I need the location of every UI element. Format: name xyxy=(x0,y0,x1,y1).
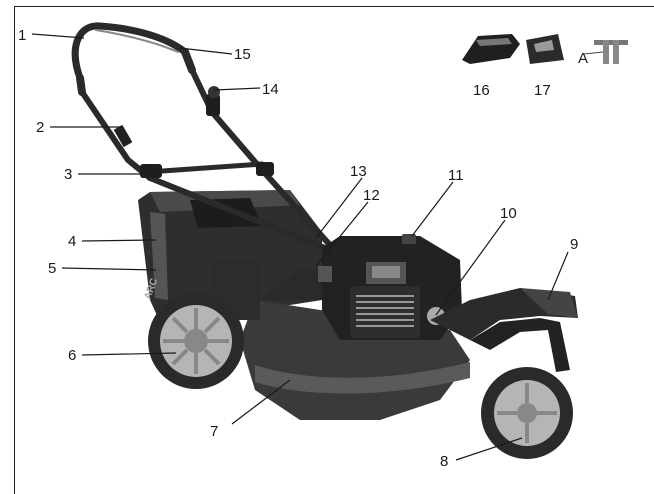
side-discharge-flap xyxy=(430,288,578,372)
engine xyxy=(318,234,462,340)
fuel-cap xyxy=(402,234,416,244)
mulching-plug-icon xyxy=(462,34,520,64)
handle-clamp-right xyxy=(256,162,274,176)
leader-lines xyxy=(31,33,569,461)
callout-10: 10 xyxy=(500,205,517,222)
drive-knob xyxy=(208,86,220,98)
front-wheel xyxy=(481,367,573,459)
callout-11: 11 xyxy=(448,167,464,184)
callout-8: 8 xyxy=(440,453,448,470)
height-knob xyxy=(113,124,133,148)
figure-frame xyxy=(14,6,654,494)
rear-wheel xyxy=(148,293,244,389)
callout-14: 14 xyxy=(262,81,279,98)
accessory-label-17: 17 xyxy=(534,82,551,99)
callout-1: 1 xyxy=(18,27,26,44)
recoil-starter xyxy=(318,266,332,282)
spark-plug-wrench-icon xyxy=(583,40,628,64)
callout-3: 3 xyxy=(64,166,72,183)
callout-6: 6 xyxy=(68,347,76,364)
handle-clamp-lower xyxy=(140,164,162,178)
callout-13: 13 xyxy=(350,163,367,180)
callout-9: 9 xyxy=(570,236,578,253)
callout-15: 15 xyxy=(234,46,251,63)
side-discharge-chute-icon xyxy=(526,34,564,64)
tool-letter: A xyxy=(578,50,588,67)
handle-clamp-upper xyxy=(206,94,220,116)
callout-4: 4 xyxy=(68,233,76,250)
callout-2: 2 xyxy=(36,119,44,136)
callout-7: 7 xyxy=(210,423,218,440)
callout-12: 12 xyxy=(363,187,380,204)
accessory-label-16: 16 xyxy=(473,82,490,99)
callout-numbers: 1 2 3 4 5 6 7 8 9 10 11 12 13 14 15 xyxy=(18,27,578,470)
callout-5: 5 xyxy=(48,260,56,277)
